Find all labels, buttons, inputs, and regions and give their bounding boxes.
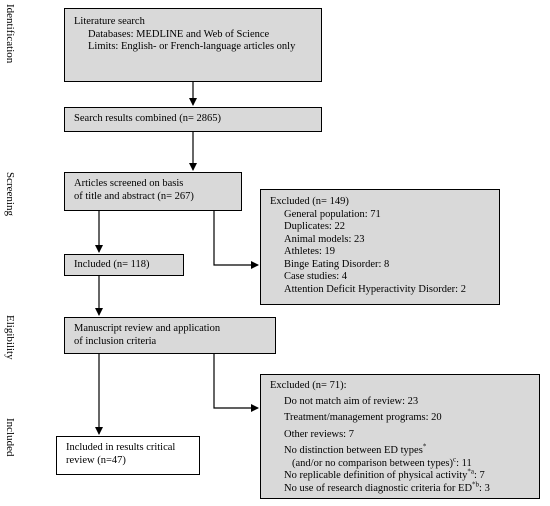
arrow-screened-to-excluded bbox=[213, 210, 259, 269]
excluded-149-box: Excluded (n= 149) General population: 71… bbox=[260, 189, 500, 305]
search-results-box: Search results combined (n= 2865) bbox=[64, 107, 322, 132]
excluded-149-item: Duplicates: 22 bbox=[284, 221, 345, 232]
manuscript-review-line-2: of inclusion criteria bbox=[74, 335, 157, 347]
excluded-71-item4-text: No distinction between ED types bbox=[284, 445, 423, 456]
included-final-line-2: review (n=47) bbox=[66, 454, 126, 466]
excluded-71-item: No distinction between ED types* bbox=[270, 442, 539, 458]
included-118-box: Included (n= 118) bbox=[64, 254, 184, 276]
included-118-text: Included (n= 118) bbox=[74, 259, 150, 270]
excluded-149-item: Case studies: 4 bbox=[284, 271, 347, 282]
excluded-71-item: No replicable definition of physical act… bbox=[270, 467, 539, 483]
excluded-71-item6-count: : 3 bbox=[479, 482, 490, 494]
literature-search-limits: Limits: English- or French-language arti… bbox=[88, 41, 296, 52]
excluded-71-title: Excluded (n= 71): bbox=[270, 380, 347, 391]
footnote-marker: * bbox=[422, 442, 427, 451]
included-final-box: Included in results critical review (n=4… bbox=[56, 436, 200, 475]
excluded-71-box: Excluded (n= 71): Do not match aim of re… bbox=[260, 374, 540, 499]
excluded-149-item: Athletes: 19 bbox=[284, 246, 336, 257]
excluded-71-item4-text-2: (and/or no comparison between types) bbox=[292, 457, 453, 469]
literature-search-title: Literature search bbox=[74, 16, 145, 27]
literature-search-box: Literature search Databases: MEDLINE and… bbox=[64, 8, 322, 82]
screened-box: Articles screened on basis of title and … bbox=[64, 172, 242, 211]
excluded-71-item6-text: No use of research diagnostic criteria f… bbox=[284, 482, 473, 494]
excluded-149-title: Excluded (n= 149) bbox=[270, 196, 349, 207]
search-results-text: Search results combined (n= 2865) bbox=[74, 113, 222, 124]
manuscript-review-line-1: Manuscript review and application bbox=[74, 323, 221, 334]
excluded-71-item5-text: No replicable definition of physical act… bbox=[284, 470, 468, 481]
excluded-71-item: Treatment/management programs: 20 bbox=[284, 412, 442, 423]
manuscript-review-box: Manuscript review and application of inc… bbox=[64, 317, 276, 354]
excluded-149-item: Binge Eating Disorder: 8 bbox=[284, 258, 390, 270]
excluded-149-item: Animal models: 23 bbox=[284, 233, 365, 245]
arrow-review-to-excluded bbox=[213, 353, 259, 412]
excluded-149-item: Attention Deficit Hyperactivity Disorder… bbox=[284, 283, 466, 295]
excluded-71-item: Other reviews: 7 bbox=[284, 428, 354, 440]
screened-line-1: Articles screened on basis bbox=[74, 178, 184, 189]
footnote-marker: *a bbox=[467, 467, 475, 476]
excluded-71-item4-count: : 11 bbox=[456, 457, 472, 469]
included-final-line-1: Included in results critical bbox=[66, 442, 176, 453]
literature-search-databases: Databases: MEDLINE and Web of Science bbox=[88, 28, 270, 40]
excluded-71-item: (and/or no comparison between types)c: 1… bbox=[270, 455, 539, 471]
excluded-149-item: General population: 71 bbox=[284, 208, 381, 220]
excluded-71-item: No use of research diagnostic criteria f… bbox=[270, 480, 539, 496]
excluded-71-item: Do not match aim of review: 23 bbox=[284, 395, 419, 407]
footnote-marker: *b bbox=[472, 480, 480, 488]
footnote-marker: c bbox=[452, 455, 457, 463]
excluded-71-item5-count: : 7 bbox=[474, 470, 485, 481]
screened-line-2: of title and abstract (n= 267) bbox=[74, 190, 194, 202]
